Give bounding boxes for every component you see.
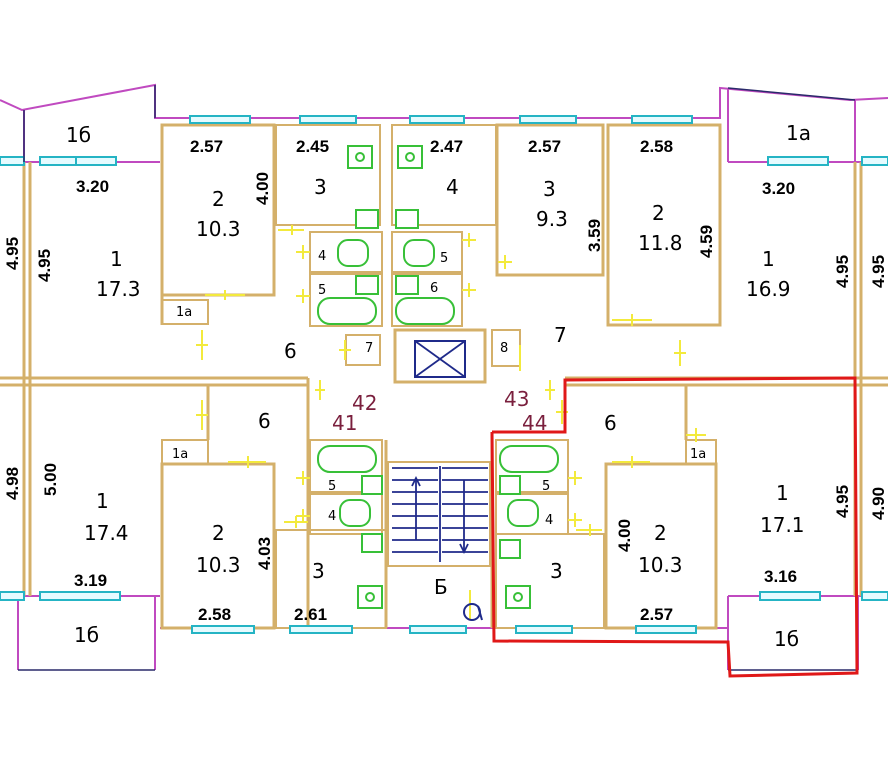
dim-left-3-20: 3.20	[76, 177, 109, 196]
room-6-top-left: 6	[284, 339, 297, 363]
area-16-9: 16.9	[746, 277, 791, 301]
room-1-top-right: 1	[762, 247, 775, 271]
dim-4-95-l2: 4.95	[35, 249, 54, 282]
balconies	[18, 85, 858, 671]
area-17-3: 17.3	[96, 277, 141, 301]
dim-5-00: 5.00	[41, 463, 60, 496]
room-3-top-left: 3	[314, 175, 327, 199]
dim-4-59: 4.59	[697, 225, 716, 258]
area-9-3: 9.3	[536, 207, 568, 231]
dim-2-61: 2.61	[294, 605, 327, 624]
room-1a-small-top-left: 1а	[176, 305, 192, 320]
dim-2-45: 2.45	[296, 137, 329, 156]
room-1b-bottom-right: 1б	[774, 627, 799, 651]
room-3-top-right: 3	[543, 177, 556, 201]
room-2-top-left: 2	[212, 187, 225, 211]
dim-3-59: 3.59	[585, 219, 604, 252]
dimension-labels: 2.57 2.45 2.47 2.57 2.58 3.20 3.20 4.00 …	[3, 137, 888, 624]
room-2-top-right: 2	[652, 201, 665, 225]
room-labels: 1б 1а 2 10.3 3 4 3 9.3 2 11.8 1 17.3 1 1…	[66, 121, 811, 651]
highlight-outline	[490, 376, 859, 678]
room-4-wc-bottom-right: 4	[545, 513, 553, 528]
dim-2-47: 2.47	[430, 137, 463, 156]
doors	[196, 225, 706, 620]
staircase	[392, 466, 488, 562]
dim-4-95-r2: 4.95	[869, 255, 888, 288]
room-5-wc-top-right: 5	[440, 251, 448, 266]
room-7-closet: 7	[365, 341, 373, 356]
room-1-top-left: 1	[110, 247, 123, 271]
windows	[0, 115, 888, 634]
apartment-41: 41	[332, 411, 357, 435]
room-7-top-right: 7	[554, 323, 567, 347]
dim-3-19: 3.19	[74, 571, 107, 590]
apartment-numbers: 41 42 43 44	[332, 387, 547, 435]
room-4-top: 4	[446, 175, 459, 199]
dim-top-2-58: 2.58	[640, 137, 673, 156]
room-5-bath-bottom-right: 5	[542, 479, 550, 494]
dim-4-90: 4.90	[869, 487, 888, 520]
apartment-43: 43	[504, 387, 529, 411]
room-2-bottom-left: 2	[212, 521, 225, 545]
chute-symbol	[463, 603, 483, 621]
dim-top-mid-2-57: 2.57	[528, 137, 561, 156]
area-17-1: 17.1	[760, 513, 805, 537]
dim-4-98: 4.98	[3, 467, 22, 500]
apartment-44: 44	[522, 411, 547, 435]
area-17-4: 17.4	[84, 521, 129, 545]
dim-right-3-20: 3.20	[762, 179, 795, 198]
room-b-stair: Б	[434, 575, 448, 599]
sanitary-fixtures	[317, 145, 559, 609]
dim-bottom-2-57: 2.57	[640, 605, 673, 624]
room-1a-top-right: 1а	[786, 121, 811, 145]
room-5-bath-top-left: 5	[318, 283, 326, 298]
area-11-8: 11.8	[638, 231, 683, 255]
room-1b-bottom-left: 1б	[74, 623, 99, 647]
room-4-wc-top-left: 4	[318, 249, 326, 264]
dim-4-00-bottom: 4.00	[615, 519, 634, 552]
dim-4-00-top: 4.00	[253, 172, 272, 205]
room-2-bottom-right: 2	[654, 521, 667, 545]
dim-4-95-r1: 4.95	[833, 255, 852, 288]
dim-3-16: 3.16	[764, 567, 797, 586]
dim-4-95-l1: 4.95	[3, 237, 22, 270]
room-6-bath-top-right: 6	[430, 281, 438, 296]
room-1-bottom-right: 1	[776, 481, 789, 505]
room-3-bottom-left: 3	[312, 559, 325, 583]
room-1b-top-left: 1б	[66, 123, 91, 147]
room-6-bottom-left: 6	[258, 409, 271, 433]
area-10-3-bottom-left: 10.3	[196, 553, 241, 577]
interior-walls	[0, 123, 888, 630]
area-10-3-bottom-right: 10.3	[638, 553, 683, 577]
room-3-bottom-right: 3	[550, 559, 563, 583]
dim-top-left-2-57: 2.57	[190, 137, 223, 156]
apartment-42: 42	[352, 391, 377, 415]
room-8-closet: 8	[500, 341, 508, 356]
area-10-3-top-left: 10.3	[196, 217, 241, 241]
dim-bottom-2-58: 2.58	[198, 605, 231, 624]
room-1a-small-bottom-right: 1а	[690, 447, 706, 462]
room-1a-small-bottom-left: 1а	[172, 447, 188, 462]
room-5-bath-bottom-left: 5	[328, 479, 336, 494]
room-4-wc-bottom-left: 4	[328, 509, 336, 524]
dim-4-03: 4.03	[255, 537, 274, 570]
room-1-bottom-left: 1	[96, 489, 109, 513]
room-6-bottom-right: 6	[604, 411, 617, 435]
dim-4-95-br: 4.95	[833, 485, 852, 518]
